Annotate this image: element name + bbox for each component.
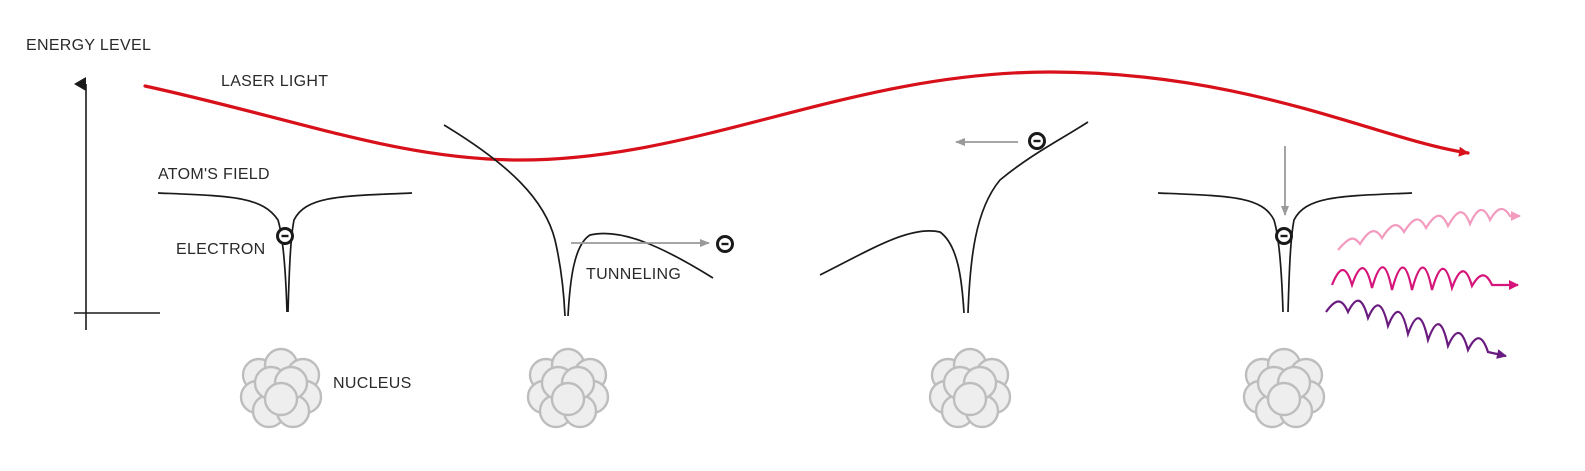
- laser-light-wave: [143, 70, 1470, 162]
- energy-level-label: ENERGY LEVEL: [26, 37, 152, 54]
- atom-field-well-4: [1157, 192, 1413, 313]
- electron-icon: [716, 235, 734, 253]
- emitted-wave-light-pink: [1337, 207, 1521, 251]
- energy-axis: [74, 77, 160, 330]
- atom-field-well-3: [819, 121, 1089, 314]
- nucleus-icon: [526, 347, 610, 429]
- nucleus-icon: [239, 347, 323, 429]
- emitted-wave-magenta: [1330, 266, 1519, 293]
- electron-icon: [1275, 227, 1293, 245]
- atom-field-well-1: [157, 192, 413, 313]
- nucleus-icon: [1242, 347, 1326, 429]
- electron-label: ELECTRON: [176, 241, 266, 258]
- atoms-field-label: ATOM'S FIELD: [158, 166, 270, 183]
- atom-field-well-2: [443, 124, 714, 317]
- electron-icon: [276, 227, 294, 245]
- emitted-wave-purple: [1325, 299, 1507, 359]
- nucleus-label: NUCLEUS: [333, 375, 412, 392]
- electron-icon: [1028, 132, 1046, 150]
- tunneling-label: TUNNELING: [586, 266, 682, 283]
- nucleus-icon: [928, 347, 1012, 429]
- laser-light-label: LASER LIGHT: [221, 73, 329, 90]
